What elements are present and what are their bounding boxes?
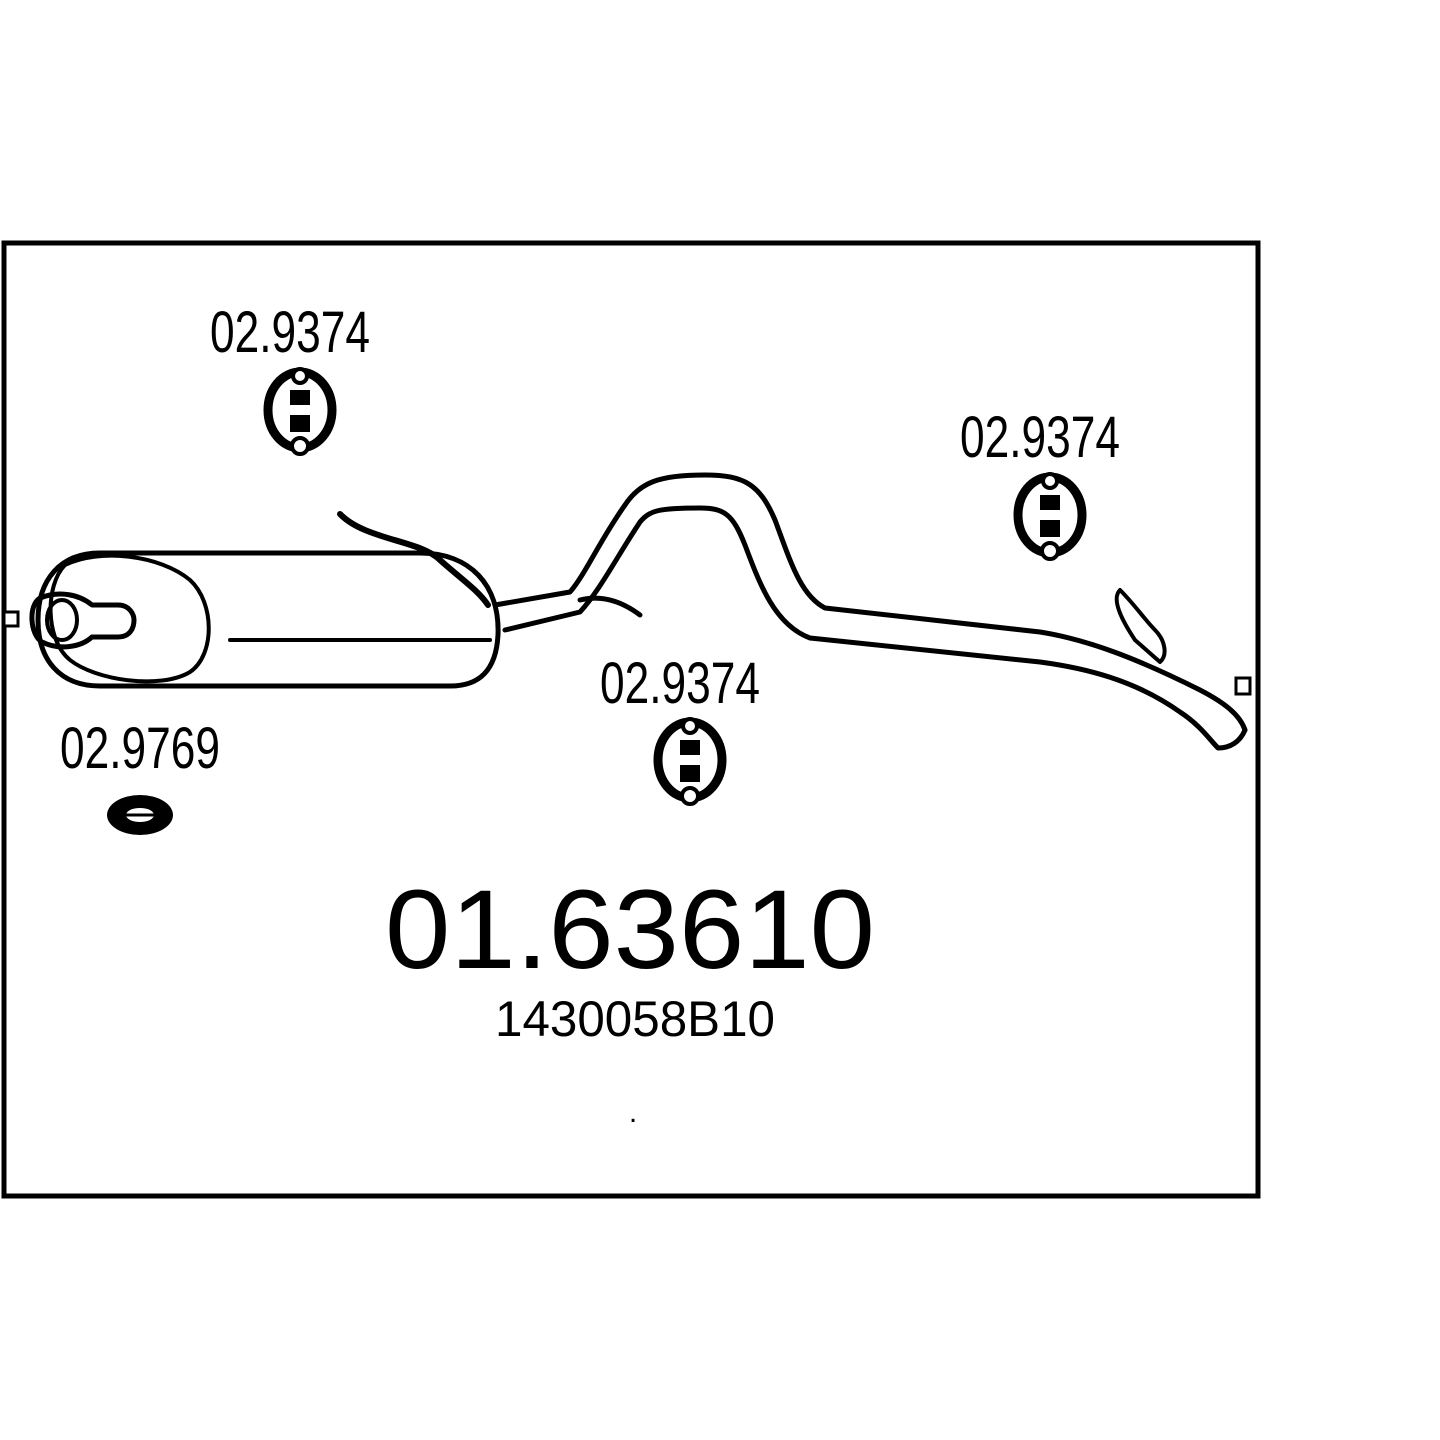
rubber-hanger-icon — [1013, 472, 1087, 561]
part-number: 01.63610 — [385, 867, 875, 992]
tail-pipe — [492, 472, 1252, 751]
hanger-code-label: 02.9374 — [600, 651, 760, 716]
footnote-mark: . — [629, 1096, 637, 1129]
ring-code-label: 02.9769 — [60, 716, 220, 781]
rubber-hanger-icon — [263, 367, 337, 456]
rear-muffler — [2, 511, 501, 689]
rubber-ring-icon — [107, 795, 173, 835]
hanger-code-label: 02.9374 — [960, 405, 1120, 470]
rubber-hanger-icon — [653, 717, 727, 806]
oe-number: 1430058B10 — [495, 991, 775, 1047]
diagram-frame — [1, 240, 1261, 1199]
hanger-code-label: 02.9374 — [210, 300, 370, 365]
